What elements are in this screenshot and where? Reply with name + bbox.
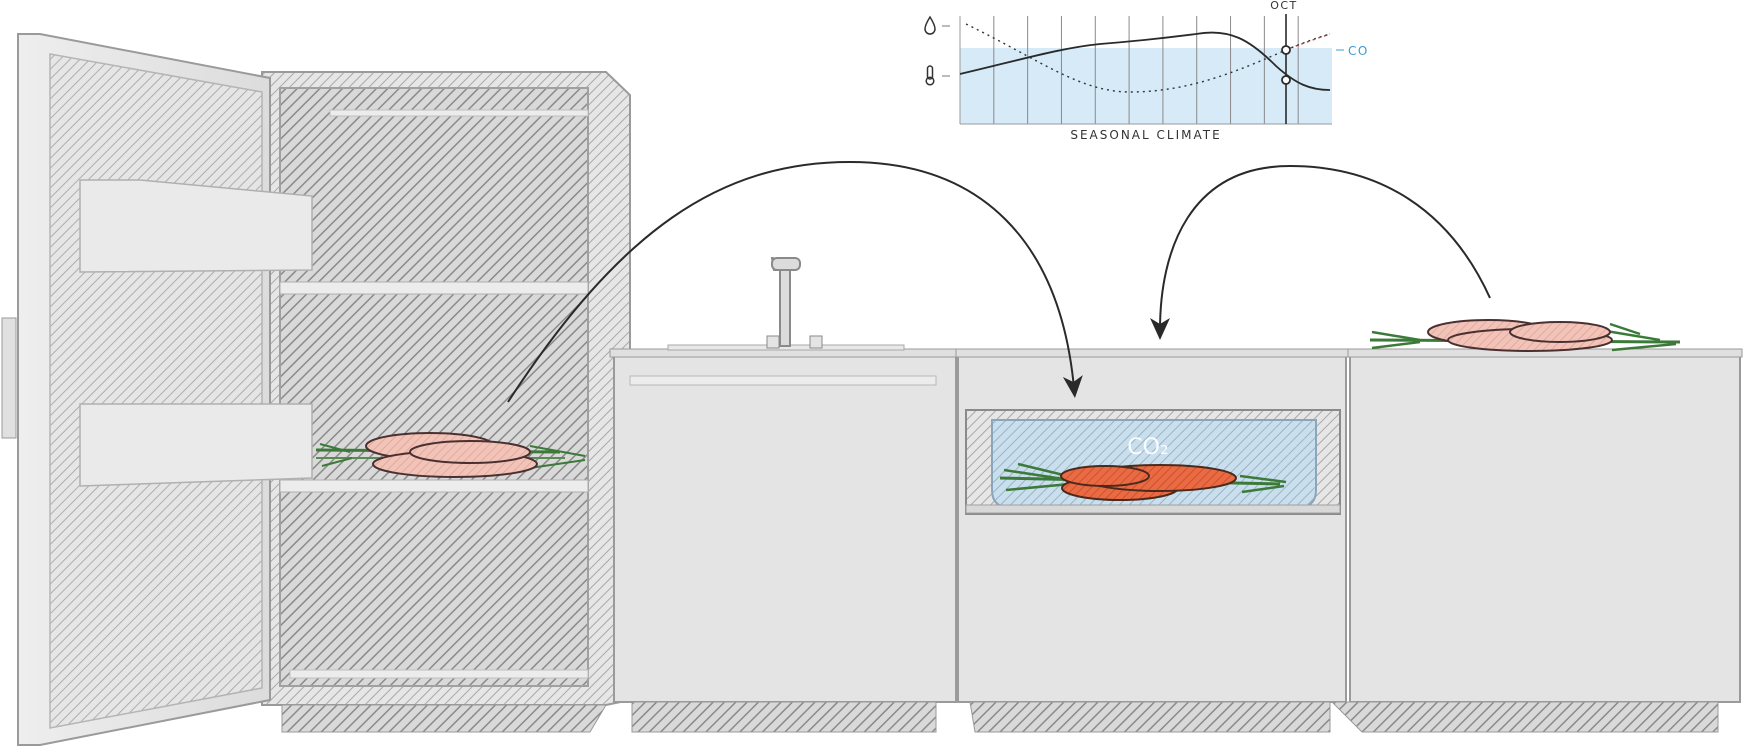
arrow-counter-to-chamber [1150, 164, 1491, 340]
temperature-curve [959, 31, 1331, 91]
fridge-base [281, 704, 607, 733]
right-cabinet-body [1349, 351, 1741, 703]
thermometer-icon [925, 65, 950, 86]
fridge-door-inner [49, 53, 263, 729]
oct-humidity-point [1281, 45, 1291, 55]
seasonal-climate-chart: OCT CO SEASONAL CLIMATE [924, 0, 1369, 142]
humidity-curve-red-segment [1289, 33, 1331, 49]
refrigerator [1, 33, 631, 746]
sink-drawer-line [629, 375, 937, 386]
right-cabinet [1330, 319, 1743, 733]
co2-label: CO₂ [1127, 435, 1169, 460]
door-bin-bottom [79, 403, 313, 487]
chart-grid [993, 16, 1299, 124]
ripening-cabinet-base [969, 701, 1331, 733]
door-handle [1, 317, 17, 439]
oct-temperature-point [1281, 75, 1291, 85]
ripening-cabinet-body [957, 351, 1347, 703]
ripe-carrots-in-chamber [999, 462, 1287, 501]
sink-cabinet-body [613, 351, 957, 703]
door-bin-top [79, 179, 313, 273]
water-drop-icon [924, 15, 950, 35]
fridge-shelf-upper-rail [329, 109, 589, 117]
faucet-spout [771, 257, 801, 271]
faucet-knob-right [809, 335, 823, 349]
chart-humidity-band [960, 48, 1332, 124]
carrots-on-counter [1369, 319, 1681, 352]
humidity-curve [965, 23, 1331, 93]
fridge-shelf-middle [279, 479, 589, 493]
co-label: CO [1348, 44, 1369, 58]
sink-cabinet [609, 256, 961, 733]
faucet [770, 256, 791, 347]
ripening-cabinet: CO₂ [955, 348, 1349, 733]
fridge-shelf-top [279, 281, 589, 295]
faucet-knob-left [766, 335, 780, 349]
fridge-interior [279, 87, 589, 687]
pale-carrots-in-fridge [315, 432, 586, 478]
arrow-fridge-to-chamber [507, 160, 1083, 403]
oct-label: OCT [1270, 0, 1298, 12]
fridge-shelf-bottom-rail [289, 669, 589, 679]
right-cabinet-base [1330, 701, 1719, 733]
ripening-counter [955, 348, 1349, 358]
sink-cabinet-base [631, 701, 937, 733]
chart-title: SEASONAL CLIMATE [1070, 128, 1221, 142]
